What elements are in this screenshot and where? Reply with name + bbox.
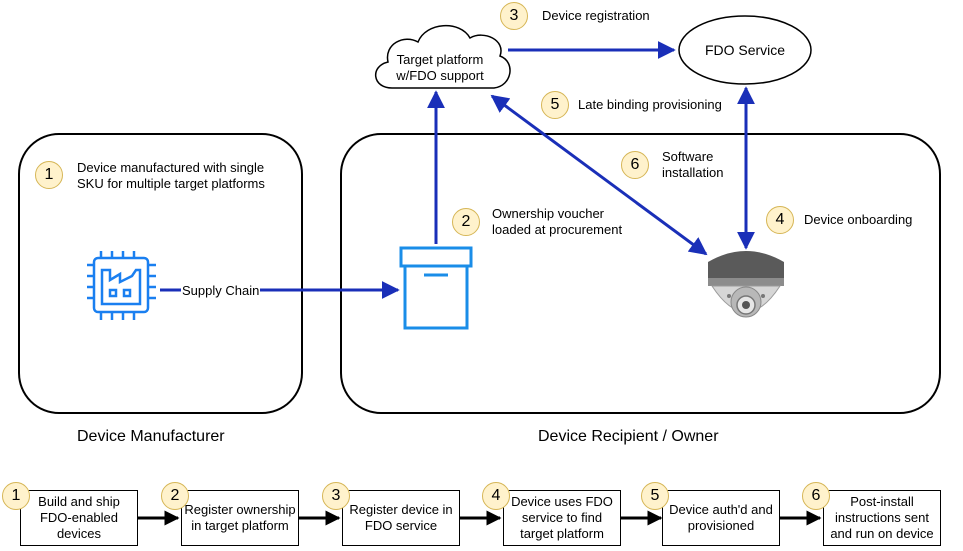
flow-step-badge-6: 6	[802, 482, 830, 510]
annotation-text-4: Device onboarding	[804, 212, 913, 227]
security-camera-icon	[708, 251, 784, 318]
manufacturer-caption: Device Manufacturer	[77, 428, 225, 445]
flow-step-badge-1: 1	[2, 482, 30, 510]
package-box-icon	[399, 246, 473, 330]
annotation-text-3: Device registration	[542, 8, 650, 23]
flow-step-1: Build and ship FDO-enabled devices	[20, 490, 138, 546]
annotation-badge-5: 5	[541, 91, 569, 119]
target-platform-cloud	[375, 24, 511, 89]
flow-step-3: Register device in FDO service	[342, 490, 460, 546]
annotation-badge-4: 4	[766, 206, 794, 234]
flow-step-badge-2: 2	[161, 482, 189, 510]
annotation-badge-1: 1	[35, 161, 63, 189]
manufacturer-region	[18, 133, 303, 414]
annotation-text-1: Device manufactured with single SKU for …	[77, 160, 265, 191]
annotation-text-6: Software installation	[662, 149, 724, 180]
fdo-service-ellipse	[678, 15, 812, 85]
annotation-text-5: Late binding provisioning	[578, 97, 722, 112]
flow-step-5: Device auth'd and provisioned	[662, 490, 780, 546]
annotation-badge-3: 3	[500, 2, 528, 30]
annotation-badge-6: 6	[621, 151, 649, 179]
annotation-text-2: Ownership voucher loaded at procurement	[492, 206, 623, 237]
flow-step-badge-4: 4	[482, 482, 510, 510]
factory-chip-icon	[87, 251, 156, 320]
provisioning-arrow	[490, 94, 708, 256]
annotation-badge-2: 2	[452, 208, 480, 236]
flow-step-6: Post-install instructions sent and run o…	[823, 490, 941, 546]
flow-step-badge-3: 3	[322, 482, 350, 510]
flow-step-badge-5: 5	[641, 482, 669, 510]
cloud-label: Target platform w/FDO support	[396, 52, 484, 83]
recipient-caption: Device Recipient / Owner	[538, 428, 719, 445]
flow-step-4: Device uses FDO service to find target p…	[503, 490, 621, 546]
flow-step-2: Register ownership in target platform	[181, 490, 299, 546]
supply-chain-label: Supply Chain	[181, 283, 261, 299]
fdo-service-label: FDO Service	[704, 42, 786, 58]
